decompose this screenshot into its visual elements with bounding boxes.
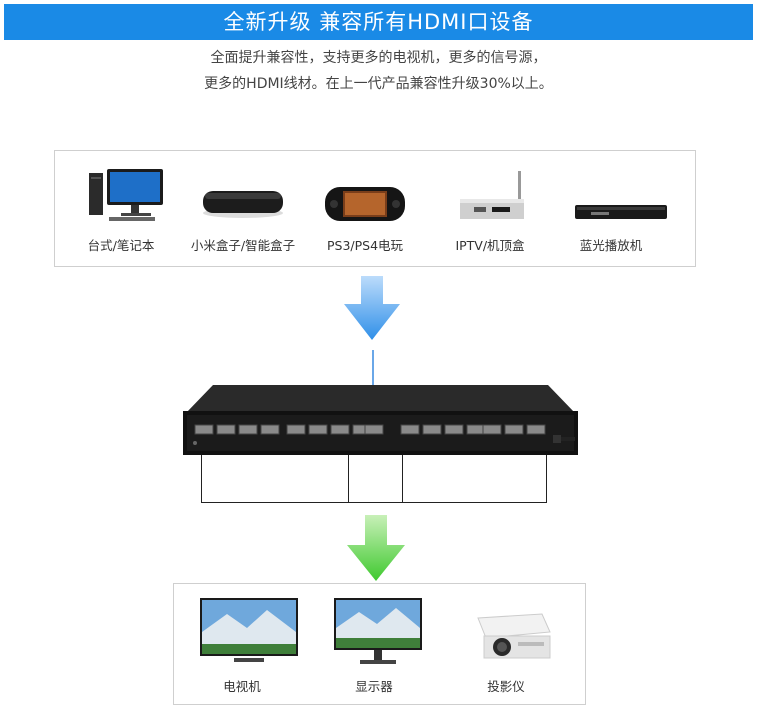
tv-box-icon (203, 191, 283, 218)
hdmi-splitter-device (183, 385, 578, 455)
game-console-icon (325, 187, 405, 221)
source-device-iptv: IPTV/机顶盒 (430, 151, 550, 253)
output-line-bottom (201, 502, 547, 503)
bluray-player-icon (575, 205, 667, 219)
tv-icon (200, 598, 298, 662)
display-device-monitor: 显示器 (314, 592, 434, 694)
desktop-laptop-icon (89, 169, 163, 221)
output-line-left (201, 455, 202, 502)
output-line-mid-right (402, 455, 403, 502)
display-label-projector: 投影仪 (487, 679, 525, 694)
source-label-game: PS3/PS4电玩 (326, 238, 404, 253)
display-label-monitor: 显示器 (355, 679, 393, 694)
source-device-game: PS3/PS4电玩 (305, 151, 425, 253)
display-device-projector: 投影仪 (446, 592, 566, 694)
description-line-1: 全面提升兼容性，支持更多的电视机，更多的信号源， (210, 50, 547, 66)
source-label-bluray: 蓝光播放机 (579, 238, 643, 253)
source-devices-panel: 台式/笔记本 小米盒子/智能盒子 PS3/PS4电玩 (54, 150, 696, 267)
description-line-2: 更多的HDMI线材。在上一代产品兼容性升级30%以上。 (204, 76, 553, 92)
display-device-tv: 电视机 (182, 592, 302, 694)
page-banner: 全新升级 兼容所有HDMI口设备 (4, 4, 753, 40)
output-line-right (546, 455, 547, 502)
display-devices-panel: 电视机 显示器 投影仪 (173, 583, 586, 705)
display-label-tv: 电视机 (223, 679, 261, 694)
source-label-iptv: IPTV/机顶盒 (455, 238, 525, 253)
monitor-icon (334, 598, 422, 664)
source-device-tv-box: 小米盒子/智能盒子 (183, 151, 303, 253)
set-top-box-icon (460, 171, 524, 219)
output-line-mid-left (348, 455, 349, 502)
projector-icon (477, 613, 551, 659)
source-label-desktop: 台式/笔记本 (87, 238, 155, 253)
source-device-bluray: 蓝光播放机 (551, 151, 671, 253)
output-arrow-icon (347, 515, 405, 581)
source-device-desktop: 台式/笔记本 (61, 151, 181, 253)
source-label-tv-box: 小米盒子/智能盒子 (190, 238, 296, 253)
input-arrow-icon (344, 276, 400, 340)
